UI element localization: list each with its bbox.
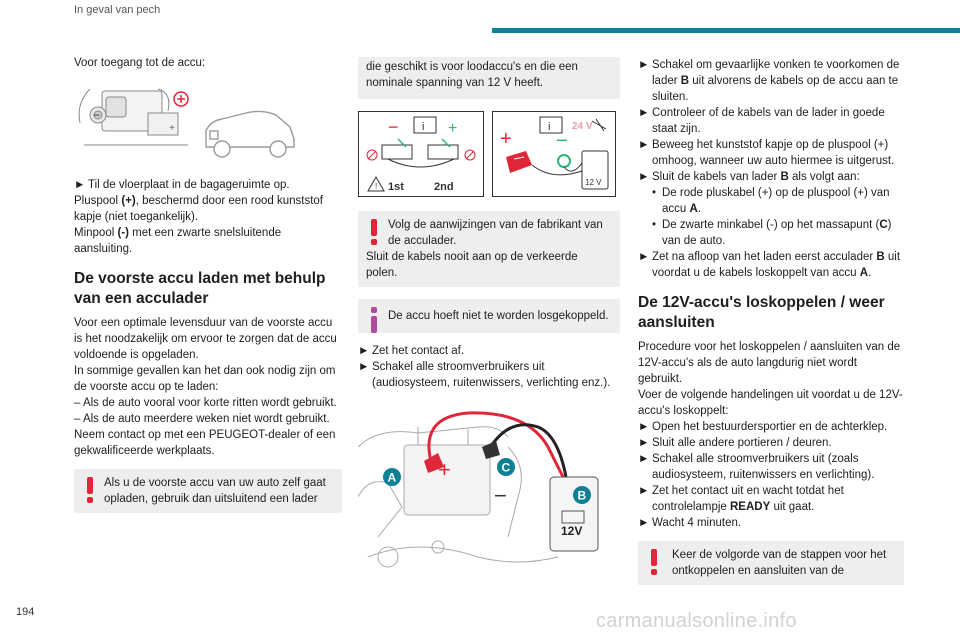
label-b: B: [578, 489, 587, 503]
warning-exclamation-icon: [87, 477, 93, 503]
second-step-label: 2nd: [434, 181, 454, 193]
arrow-bullet-icon: ►: [638, 251, 650, 263]
info-icon: [371, 307, 377, 333]
column-3: ► Schakel om gevaarlijke vonken te voork…: [638, 57, 904, 585]
plus-pole-description: Pluspool (+), beschermd door een rood ku…: [74, 195, 323, 223]
charging-para-1: Voor een optimale levensduur van de voor…: [74, 317, 337, 361]
arrow-bullet-icon: ►: [358, 345, 370, 357]
warning-exclamation-icon: [651, 549, 657, 575]
arrow-bullet-icon: ►: [638, 453, 650, 465]
step-ignition-ready: ► Zet het contact uit en wacht totdat he…: [638, 485, 844, 513]
charger-connection-diagrams: i − + ! 1st 2nd i 24 V + −: [358, 111, 620, 197]
info-note-no-disconnect: De accu hoeft niet te worden losgekoppel…: [358, 299, 620, 333]
arrow-bullet-icon: ►: [638, 437, 650, 449]
section-heading-charging: De voorste accu laden met behulp van een…: [74, 270, 326, 307]
minus-pole-symbol: −: [93, 108, 100, 122]
charging-para-2: In sommige gevallen kan het dan ook nodi…: [74, 365, 336, 393]
svg-text:+: +: [169, 123, 175, 134]
label-c: C: [502, 461, 511, 475]
arrow-bullet-icon: ►: [638, 171, 650, 183]
header-accent-bar: [492, 28, 960, 33]
disconnect-para-2: Voer de volgende handelingen uit voordat…: [638, 389, 903, 417]
step-switch-off-consumers: ► Schakel alle stroomverbruikers uit (zo…: [638, 453, 875, 481]
section-title: In geval van pech: [74, 4, 161, 16]
page-number: 194: [16, 606, 35, 618]
label-c-badge: [497, 458, 515, 476]
step-lift-floor: ► Til de vloerplaat in de bagageruimte o…: [74, 179, 290, 191]
label-a: A: [388, 471, 397, 485]
substep-red-cable: • De rode pluskabel (+) op de pluspool (…: [652, 187, 890, 215]
watermark: carmanualsonline.info: [596, 610, 797, 632]
substep-black-cable: • De zwarte minkabel (-) op het massapun…: [652, 219, 892, 247]
arrow-bullet-icon: ►: [638, 139, 650, 151]
battery-location-illustration: − +: [76, 83, 342, 169]
warning-note-reverse-order: Keer de volgorde van de stappen voor het…: [638, 541, 904, 585]
step-charger-off-first: ► Schakel om gevaarlijke vonken te voork…: [638, 59, 900, 103]
charger-unit: 12V: [549, 476, 599, 552]
svg-text:+: +: [500, 128, 512, 150]
disconnect-para-1: Procedure voor het loskoppelen / aanslui…: [638, 341, 901, 385]
engine-bay-charging-illustration: + 12V A C B −: [358, 407, 620, 575]
red-plus-cable: [427, 411, 570, 488]
warning-note-charger: Als u de voorste accu van uw auto zelf g…: [74, 469, 342, 513]
step-open-doors: ► Open het bestuurdersportier en de acht…: [638, 421, 888, 433]
svg-text:i: i: [422, 121, 424, 133]
step-wait: ► Wacht 4 minuten.: [638, 517, 742, 529]
bullet-dot-icon: •: [652, 187, 657, 199]
car-silhouette-icon: [205, 110, 295, 158]
svg-text:−: −: [494, 483, 507, 508]
warning-note-charger-continued: die geschikt is voor loodaccu's en die e…: [358, 57, 620, 99]
svg-text:−: −: [388, 117, 399, 137]
charging-case-1: – Als de auto vooral voor korte ritten w…: [74, 397, 337, 409]
arrow-bullet-icon: ►: [638, 517, 650, 529]
svg-text:!: !: [375, 182, 377, 191]
battery-access-intro: Voor toegang tot de accu:: [74, 57, 206, 69]
step-close-other-doors: ► Sluit alle andere portieren / deuren.: [638, 437, 832, 449]
voltage-warning-diagram: i 24 V + − 12 V: [492, 111, 616, 197]
step-lift-cap: ► Beweeg het kunststof kapje op de plusp…: [638, 139, 895, 167]
section-heading-disconnect: De 12V-accu's loskoppelen / weer aanslui…: [638, 294, 885, 331]
label-a-badge: [383, 468, 401, 486]
charger-voltage-label: 12V: [561, 524, 582, 538]
svg-text:−: −: [556, 130, 568, 152]
arrow-bullet-icon: ►: [638, 485, 650, 497]
column-2: die geschikt is voor loodaccu's en die e…: [358, 57, 620, 575]
first-step-label: 1st: [388, 181, 404, 193]
arrow-bullet-icon: ►: [358, 361, 370, 373]
warning-exclamation-icon: [371, 219, 377, 245]
black-minus-cable: [486, 423, 568, 478]
step-connect-cables: ► Sluit de kabels van lader B als volgt …: [638, 171, 860, 183]
step-consumers-off: ► Schakel alle stroomverbruikers uit (au…: [358, 361, 611, 389]
label-b-badge: [573, 486, 591, 504]
voltage-12v-label: 12 V: [585, 178, 602, 187]
step-ignition-off: ► Zet het contact af.: [358, 345, 465, 357]
voltage-24v-label: 24 V: [572, 121, 593, 132]
charging-case-2: – Als de auto meerdere weken niet wordt …: [74, 413, 330, 425]
svg-text:+: +: [448, 120, 457, 137]
connection-order-diagram: i − + ! 1st 2nd: [358, 111, 484, 197]
minus-pole-description: Minpool (-) met een zwarte snelsluitende…: [74, 227, 282, 255]
arrow-bullet-icon: ►: [638, 59, 650, 71]
plus-pole-marker-icon: [173, 91, 189, 107]
arrow-bullet-icon: ►: [638, 421, 650, 433]
svg-text:i: i: [548, 121, 550, 133]
bullet-dot-icon: •: [652, 219, 657, 231]
column-1: Voor toegang tot de accu: − +: [74, 55, 342, 513]
step-check-cables: ► Controleer of de kabels van de lader i…: [638, 107, 885, 135]
arrow-bullet-icon: ►: [74, 179, 86, 191]
step-after-charging: ► Zet na afloop van het laden eerst accu…: [638, 251, 901, 279]
charging-para-3: Neem contact op met een PEUGEOT-dealer o…: [74, 429, 336, 457]
arrow-bullet-icon: ►: [638, 107, 650, 119]
warning-note-manufacturer: Volg de aanwijzingen van de fabrikant va…: [358, 211, 620, 287]
